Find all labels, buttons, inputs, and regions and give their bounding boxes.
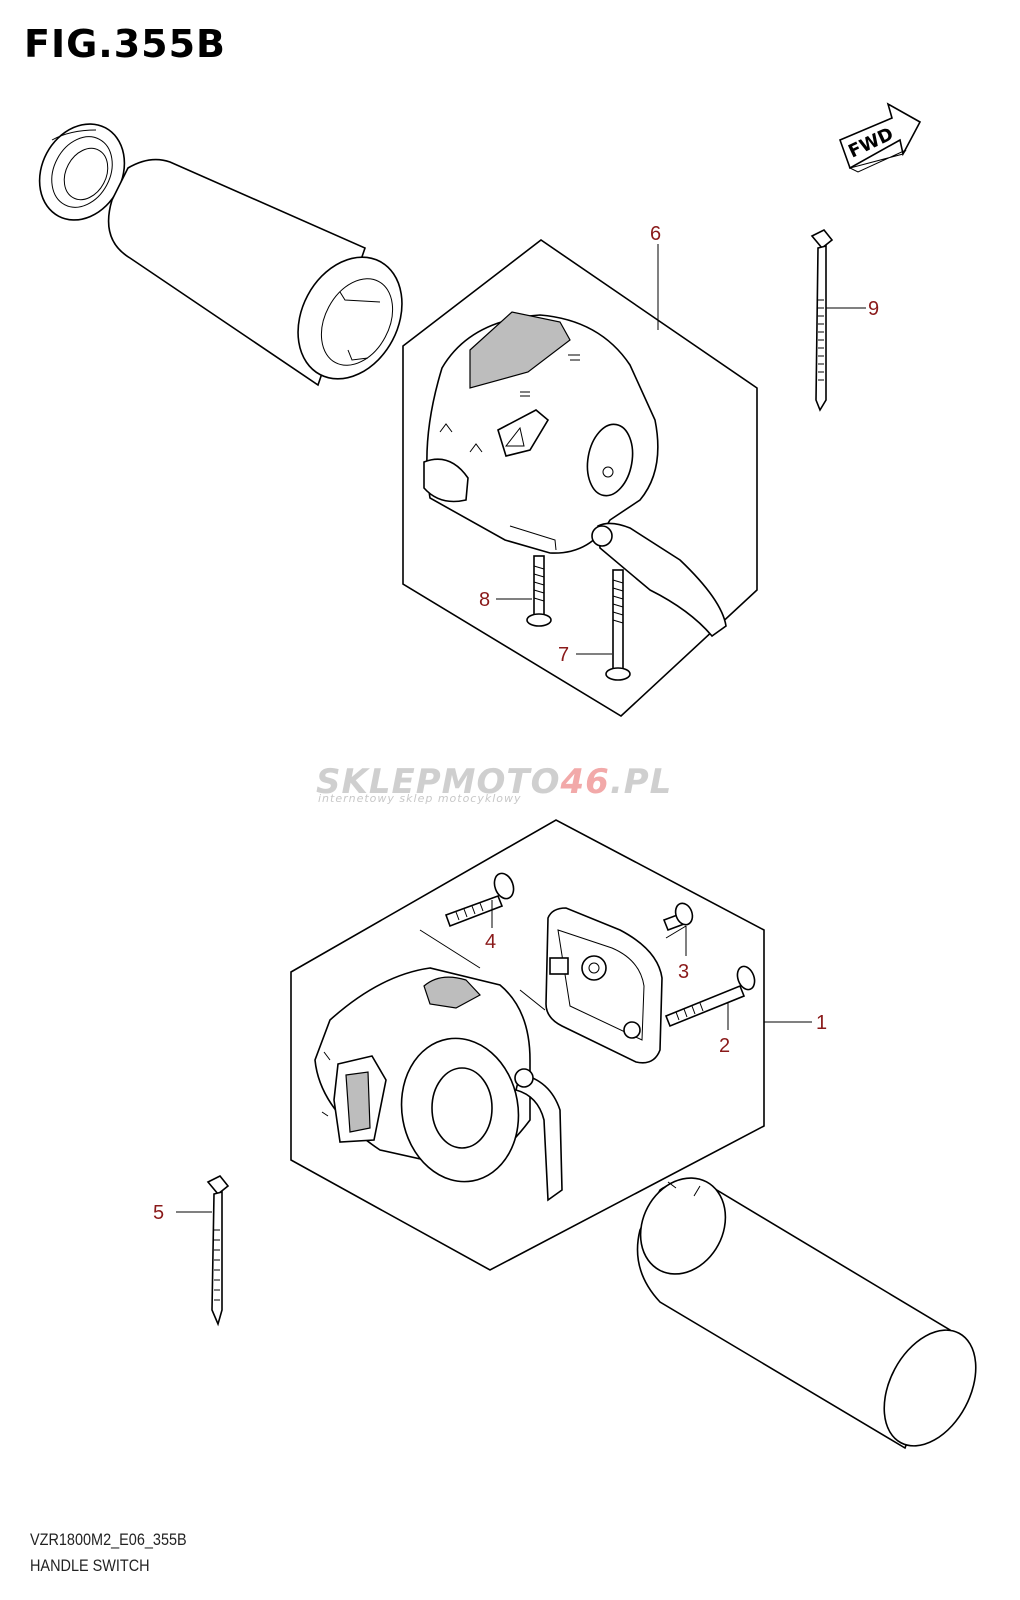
switch-bracket-clamp (545, 907, 663, 1064)
callout-3: 3 (678, 961, 689, 983)
inner-panel-outline (419, 929, 546, 1011)
cable-tie-5 (206, 1174, 230, 1327)
handle-grip-left (107, 158, 403, 387)
watermark-tagline: internetowy sklep motocyklowy (318, 792, 522, 805)
throttle-grip-right (636, 1177, 977, 1450)
screw-8 (526, 555, 552, 627)
switch-wire-harness-top (591, 522, 727, 638)
diagram-caption: HANDLE SWITCH (30, 1556, 150, 1575)
callout-9: 9 (868, 298, 879, 320)
callout-7: 7 (558, 644, 569, 666)
assembly-box-6 (402, 239, 758, 717)
screw-7 (605, 569, 631, 681)
callout-5: 5 (153, 1202, 164, 1224)
switch-wire-harness-bottom (514, 1068, 563, 1202)
model-code: VZR1800M2_E06_355B (30, 1530, 187, 1549)
right-handle-switch-housing (314, 967, 531, 1183)
screw-3 (662, 902, 694, 932)
callout-2: 2 (719, 1035, 730, 1057)
fwd-direction-badge: FWD (838, 102, 922, 173)
callout-leaders (176, 244, 866, 1213)
assembly-box-1 (290, 819, 765, 1271)
figure-title: FIG.355B (24, 22, 227, 66)
watermark-logo: SKLEPMOTO46.PL (316, 762, 673, 802)
callout-1: 1 (816, 1012, 827, 1034)
callout-6: 6 (650, 223, 661, 245)
screw-2 (664, 965, 756, 1028)
callout-4: 4 (485, 931, 496, 953)
cable-tie-9 (810, 228, 834, 412)
left-handle-switch-housing (423, 311, 659, 554)
callout-8: 8 (479, 589, 490, 611)
screw-4 (444, 872, 515, 928)
